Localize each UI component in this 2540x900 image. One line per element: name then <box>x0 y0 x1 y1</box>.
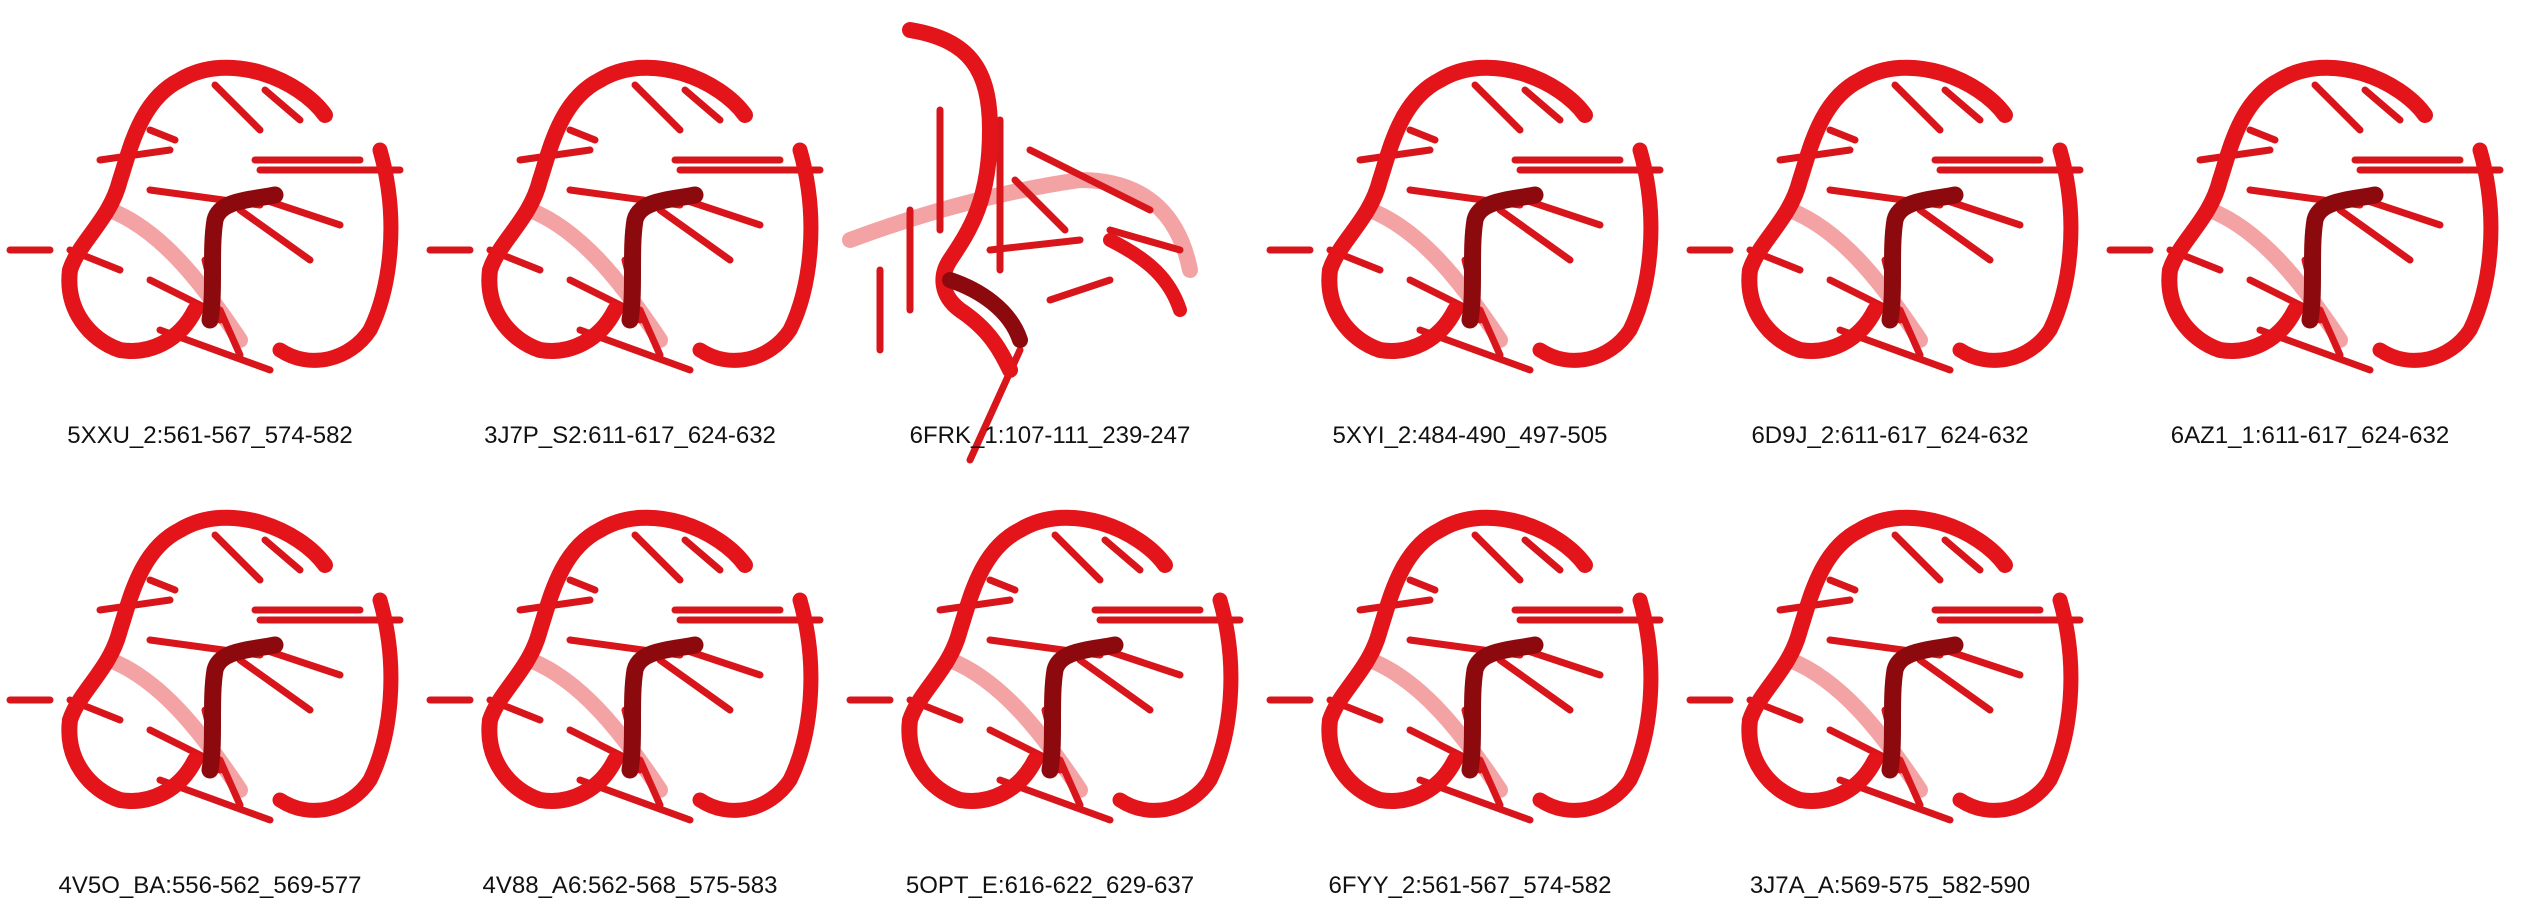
structure-panel-4: 5XYI_2:484-490_497-505 <box>1266 10 1670 450</box>
structure-label: 4V5O_BA:556-562_569-577 <box>58 872 362 899</box>
rna-structure-image <box>6 509 404 824</box>
rna-structure-image <box>1266 59 1664 374</box>
structure-label: 5OPT_E:616-622_629-637 <box>905 872 1195 899</box>
structure-panel-1: 5XXU_2:561-567_574-582 <box>6 10 410 450</box>
structure-panel-7: 4V5O_BA:556-562_569-577 <box>6 460 410 900</box>
structure-panel-8: 4V88_A6:562-568_575-583 <box>426 460 830 900</box>
rna-structure-image <box>2106 59 2504 374</box>
structure-panel-6: 6AZ1_1:611-617_624-632 <box>2106 10 2510 450</box>
rna-structure-image <box>6 59 404 374</box>
structure-drawing <box>6 509 404 824</box>
structure-label: 6FRK_1:107-111_239-247 <box>909 422 1191 449</box>
structure-panel-3: 6FRK_1:107-111_239-247 <box>842 10 1250 464</box>
structure-panel-2: 3J7P_S2:611-617_624-632 <box>426 10 830 450</box>
structure-label: 3J7A_A:569-575_582-590 <box>1749 872 2031 899</box>
structure-panel-9: 5OPT_E:616-622_629-637 <box>846 460 1250 900</box>
structure-label: 5XXU_2:561-567_574-582 <box>67 422 353 449</box>
rna-structure-image <box>1686 509 2084 824</box>
structure-drawing <box>1686 59 2084 374</box>
structure-label: 6FYY_2:561-567_574-582 <box>1328 872 1612 899</box>
structure-panel-5: 6D9J_2:611-617_624-632 <box>1686 10 2090 450</box>
structure-drawing <box>2106 59 2504 374</box>
structure-panel-11: 3J7A_A:569-575_582-590 <box>1686 460 2090 900</box>
structure-drawing <box>426 509 824 824</box>
rna-structure-image <box>846 509 1244 824</box>
structure-panel-10: 6FYY_2:561-567_574-582 <box>1266 460 1670 900</box>
rna-structure-image <box>1266 509 1664 824</box>
structure-label: 3J7P_S2:611-617_624-632 <box>484 422 776 449</box>
structure-label: 5XYI_2:484-490_497-505 <box>1332 422 1608 449</box>
structure-drawing <box>842 22 1198 464</box>
rna-structure-image <box>1686 59 2084 374</box>
structure-drawing <box>6 59 404 374</box>
structure-drawing <box>1686 509 2084 824</box>
structure-label: 6D9J_2:611-617_624-632 <box>1751 422 2029 449</box>
structure-drawing <box>1266 509 1664 824</box>
rna-structure-image <box>842 22 1198 464</box>
structure-drawing <box>1266 59 1664 374</box>
structure-drawing <box>846 509 1244 824</box>
structure-label: 4V88_A6:562-568_575-583 <box>482 872 778 899</box>
structure-label: 6AZ1_1:611-617_624-632 <box>2170 422 2450 449</box>
rna-structure-image <box>426 509 824 824</box>
structure-drawing <box>426 59 824 374</box>
rna-structure-image <box>426 59 824 374</box>
